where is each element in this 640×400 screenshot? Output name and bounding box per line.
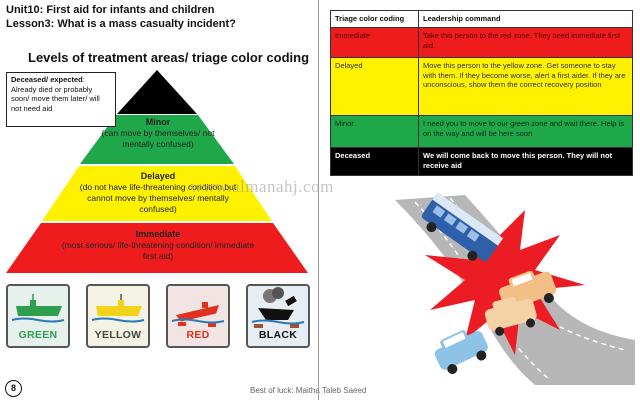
table-row: Deceased We will come back to move this …	[330, 147, 633, 176]
tag-yellow-label: YELLOW	[94, 329, 142, 341]
table-row: Minor I need you to move to our green zo…	[330, 115, 633, 148]
footer-credit: Best of luck: Maitha Taleb Saeed	[250, 386, 367, 395]
deceased-text: Already died or probably soon/ move them…	[11, 84, 100, 113]
deceased-note: Deceased/ expected: Already died or prob…	[6, 72, 116, 127]
row-command: Move this person to the yellow zone. Get…	[418, 57, 633, 116]
tag-black: BLACK	[246, 284, 310, 348]
car-icon	[484, 296, 537, 336]
immediate-label: Immediate	[135, 229, 181, 239]
tag-red-label: RED	[186, 329, 210, 341]
tag-green-label: GREEN	[18, 329, 58, 341]
row-command: I need you to move to our green zone and…	[418, 115, 633, 148]
pyramid-black-tier	[117, 70, 197, 114]
impact-burst	[425, 210, 585, 355]
levels-title: Levels of treatment areas/ triage color …	[28, 50, 310, 65]
delayed-label: Delayed	[140, 171, 176, 181]
table-row: Immediate Take this person to the red zo…	[330, 27, 633, 58]
pyramid-red-tier	[6, 223, 308, 273]
header-triage-code: Triage color coding	[330, 10, 419, 28]
minor-description: (can move by themselves/ not mentally co…	[101, 128, 215, 149]
tag-red: RED	[166, 284, 230, 348]
ship-icon	[91, 294, 145, 323]
page-number: 8	[5, 380, 22, 397]
car-icon	[434, 330, 488, 375]
row-code: Immediate	[330, 27, 419, 58]
tag-black-label: BLACK	[258, 329, 298, 341]
header-leadership-command: Leadership command	[418, 10, 633, 28]
tag-yellow: YELLOW	[86, 284, 150, 348]
capsized-ship-icon	[251, 287, 305, 328]
accident-illustration	[395, 192, 635, 385]
delayed-description: (do not have life-threatening condition …	[79, 182, 237, 214]
row-command: Take this person to the red zone. They n…	[418, 27, 633, 58]
pyramid-green-tier	[80, 115, 234, 164]
pyramid-minor-text: Minor (can move by themselves/ not menta…	[92, 117, 224, 150]
row-code: Delayed	[330, 57, 419, 116]
triage-pyramid	[6, 70, 308, 273]
row-command: We will come back to move this person. T…	[418, 147, 633, 176]
immediate-description: (most serious/ life-threatening conditio…	[61, 240, 255, 261]
sinking-ship-icon	[171, 302, 225, 327]
table-row: Delayed Move this person to the yellow z…	[330, 57, 633, 116]
tag-green: GREEN	[6, 284, 70, 348]
lesson-title: Lesson3: What is a mass casualty inciden…	[6, 18, 236, 30]
deceased-heading: Deceased/ expected	[11, 75, 83, 84]
table-header-row: Triage color coding Leadership command	[330, 10, 633, 28]
triage-command-table: Triage color coding Leadership command I…	[330, 10, 633, 176]
triage-tags: GREEN YELLOW RED	[6, 284, 316, 350]
page-divider	[318, 0, 319, 400]
pyramid-immediate-text: Immediate (most serious/ life-threatenin…	[55, 229, 261, 262]
row-code: Minor	[330, 115, 419, 148]
minor-label: Minor	[145, 117, 171, 127]
row-code: Deceased	[330, 147, 419, 176]
bus-icon	[421, 192, 504, 262]
pyramid-yellow-tier	[42, 166, 272, 221]
ship-icon	[11, 294, 65, 323]
pyramid-delayed-text: Delayed (do not have life-threatening co…	[70, 171, 246, 215]
unit-title: Unit10: First aid for infants and childr…	[6, 4, 215, 16]
watermark: www.almanahj.com	[190, 177, 334, 196]
